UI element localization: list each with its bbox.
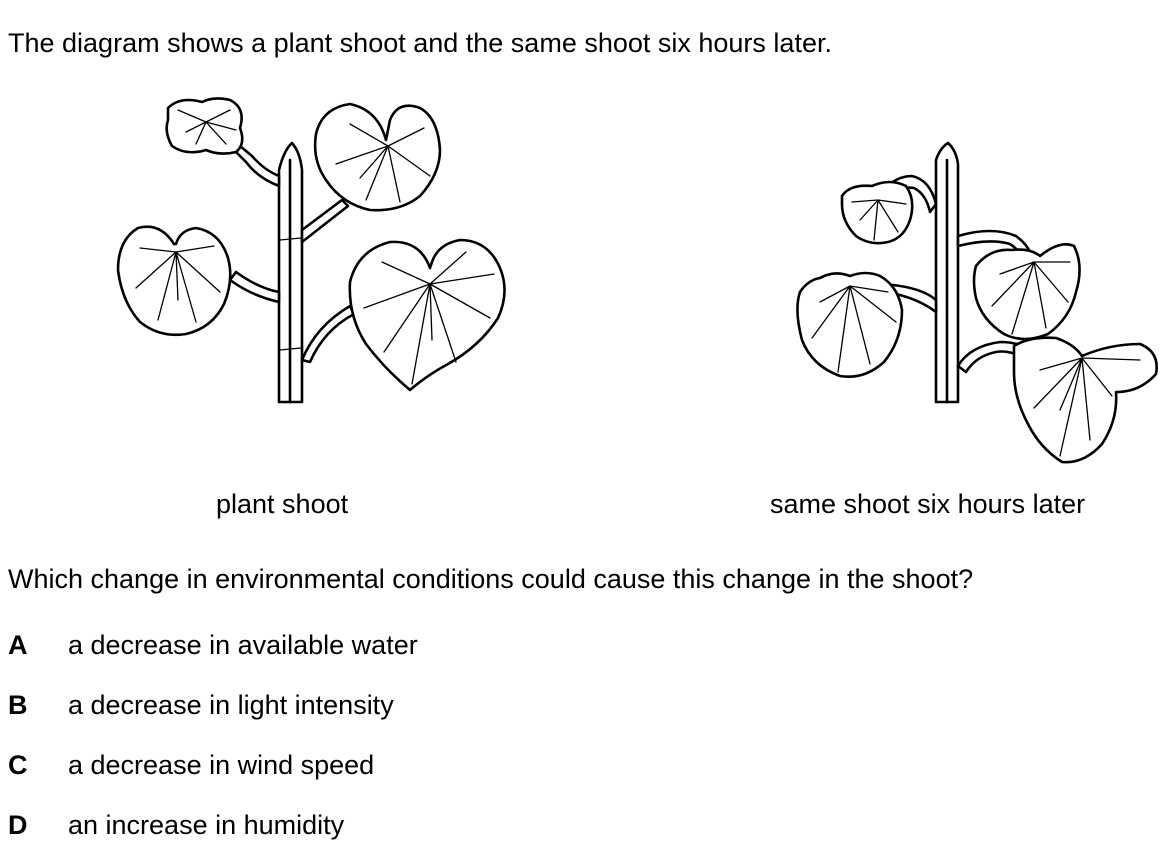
option-text: an increase in humidity bbox=[68, 810, 345, 840]
left-leaf-1 bbox=[165, 97, 244, 155]
wilted-shoot-caption: same shoot six hours later bbox=[770, 489, 1086, 519]
question-intro: The diagram shows a plant shoot and the … bbox=[8, 28, 832, 58]
option-letter: A bbox=[8, 630, 28, 660]
plant-shoot-illustration bbox=[116, 97, 506, 404]
right-leaf-3 bbox=[796, 271, 904, 378]
right-leaf-1 bbox=[840, 180, 914, 245]
left-leaf-2 bbox=[313, 102, 442, 212]
option-letter: C bbox=[8, 750, 28, 780]
option-letter: B bbox=[8, 690, 28, 720]
left-leaf-4 bbox=[348, 238, 506, 392]
plant-shoot-diagram bbox=[116, 97, 1158, 464]
option-letter: D bbox=[8, 810, 28, 840]
right-leaf-4 bbox=[1012, 336, 1158, 464]
left-petiole-4 bbox=[300, 304, 356, 364]
right-leaf-2 bbox=[972, 243, 1081, 341]
plant-shoot-caption: plant shoot bbox=[216, 489, 349, 519]
left-petiole-1 bbox=[232, 144, 281, 188]
wilted-shoot-illustration bbox=[796, 141, 1158, 464]
left-leaf-3 bbox=[116, 225, 232, 337]
left-petiole-2 bbox=[300, 198, 350, 244]
left-petiole-3 bbox=[228, 270, 281, 304]
option-text: a decrease in light intensity bbox=[68, 690, 394, 720]
question-prompt: Which change in environmental conditions… bbox=[8, 564, 974, 594]
option-text: a decrease in available water bbox=[68, 630, 418, 660]
option-text: a decrease in wind speed bbox=[68, 750, 375, 780]
